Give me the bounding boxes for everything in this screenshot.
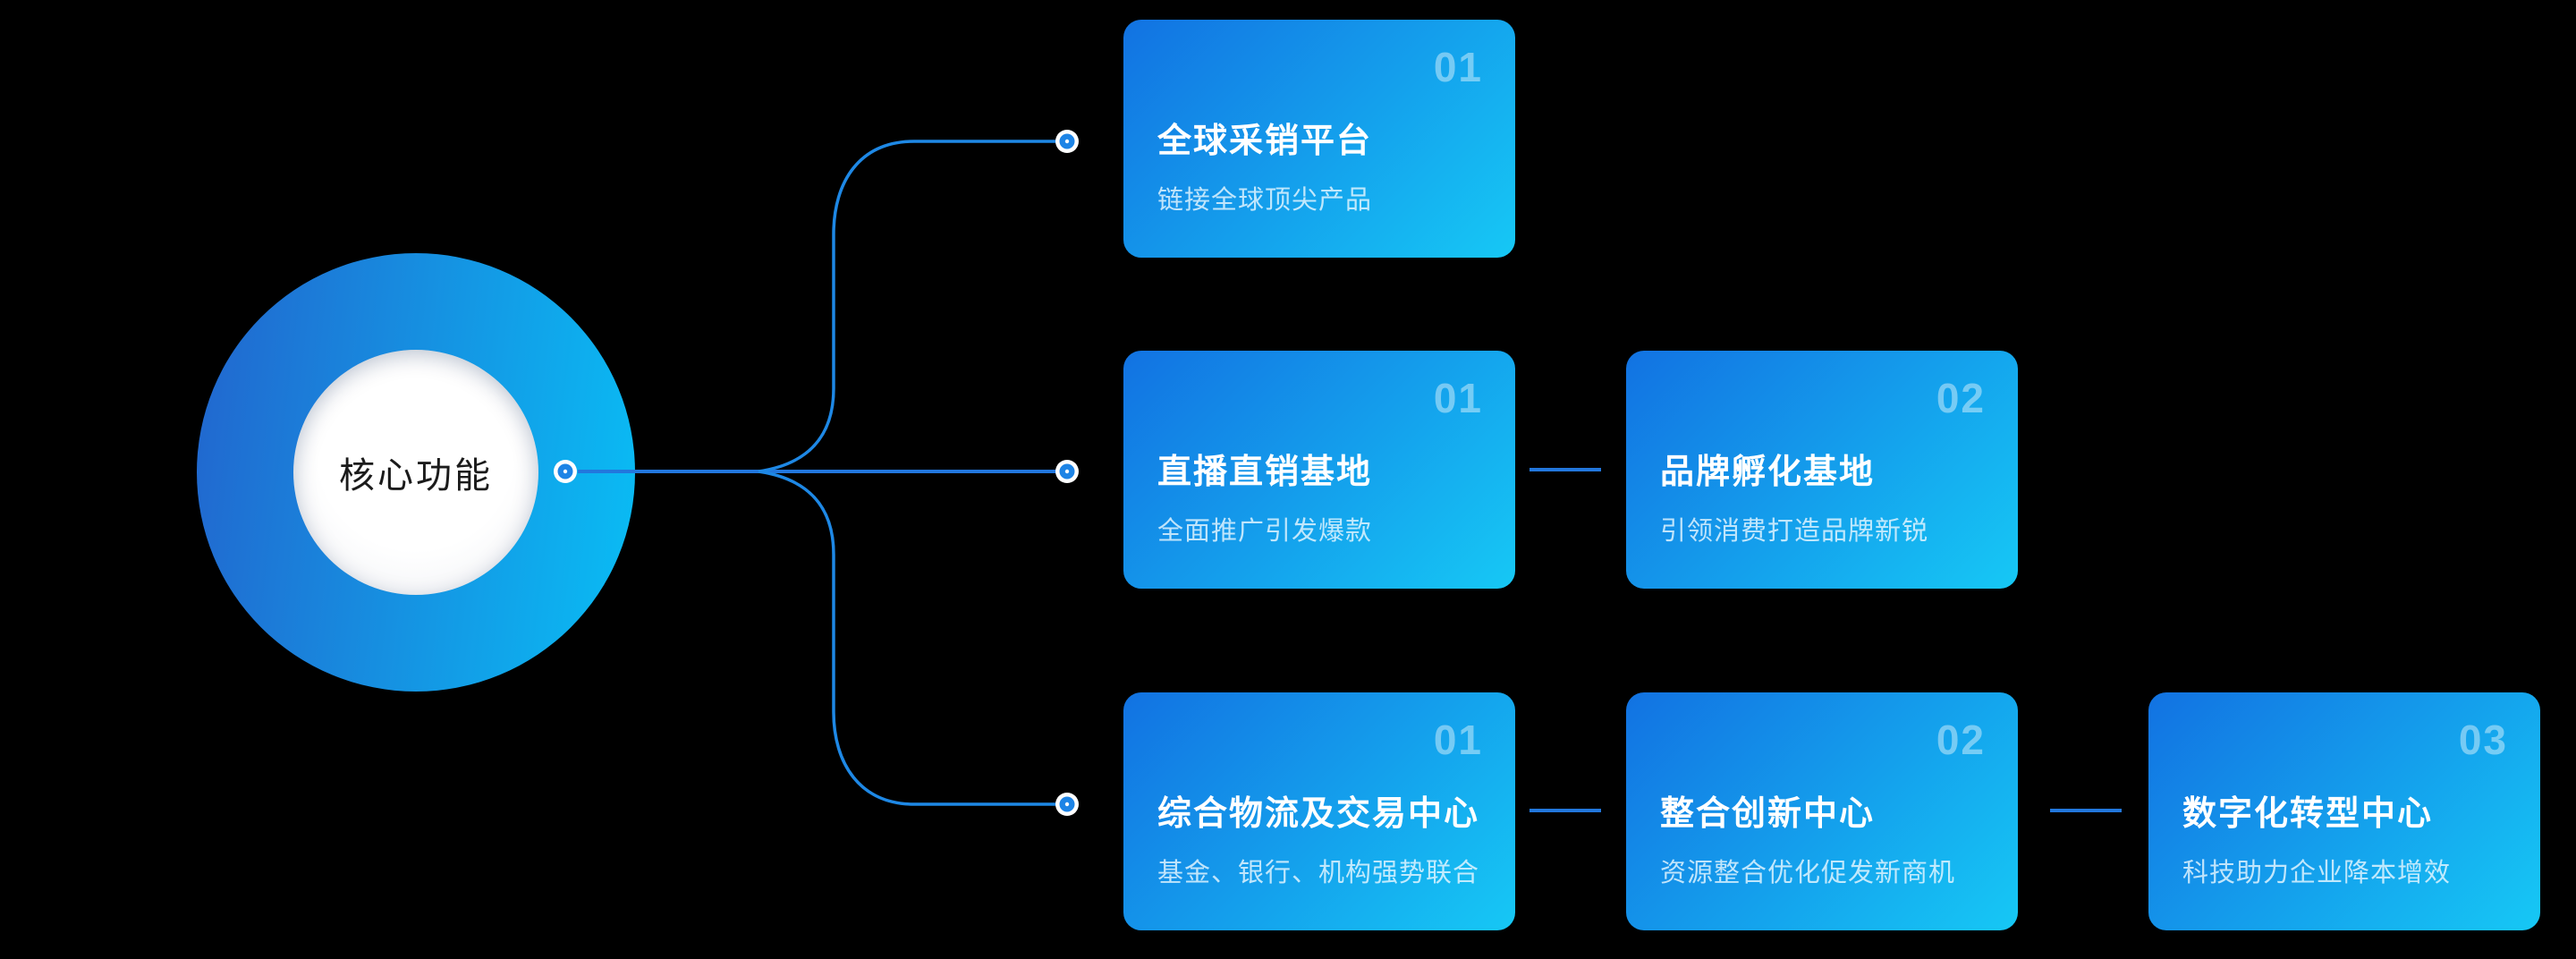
card-number: 01 (1433, 717, 1483, 763)
card-brand-incubation-base: 02 品牌孵化基地 引领消费打造品牌新锐 (1626, 351, 2018, 589)
card-subtitle: 链接全球顶尖产品 (1157, 186, 1373, 215)
card-logistics-trade-center: 01 综合物流及交易中心 基金、银行、机构强势联合 (1123, 692, 1515, 930)
hub-inner-circle: 核心功能 (293, 350, 538, 595)
connector-upper-branch (758, 140, 1057, 473)
card-title: 全球采销平台 (1157, 123, 1373, 160)
card-number: 01 (1433, 44, 1483, 90)
connector-dot-row2 (1055, 460, 1079, 483)
card-title: 整合创新中心 (1660, 795, 1876, 833)
card-number: 02 (1936, 375, 1986, 421)
card-title: 直播直销基地 (1157, 454, 1373, 491)
card-title: 品牌孵化基地 (1660, 454, 1876, 491)
card-number: 01 (1433, 375, 1483, 421)
hub-label: 核心功能 (339, 456, 493, 496)
card-global-procurement: 01 全球采销平台 链接全球顶尖产品 (1123, 20, 1515, 258)
card-subtitle: 科技助力企业降本增效 (2182, 859, 2452, 887)
card-live-streaming-base: 01 直播直销基地 全面推广引发爆款 (1123, 351, 1515, 589)
card-subtitle: 全面推广引发爆款 (1157, 517, 1373, 546)
connector-dot-row3 (1055, 793, 1079, 816)
card-title: 数字化转型中心 (2182, 795, 2434, 833)
card-number: 03 (2458, 717, 2508, 763)
card-subtitle: 基金、银行、机构强势联合 (1157, 859, 1480, 887)
connector-lower-branch (758, 470, 1057, 806)
connector-dot-row1 (1055, 130, 1079, 153)
card-title: 综合物流及交易中心 (1157, 795, 1480, 833)
card-innovation-center: 02 整合创新中心 资源整合优化促发新商机 (1626, 692, 2018, 930)
card-digital-transformation-center: 03 数字化转型中心 科技助力企业降本增效 (2148, 692, 2540, 930)
card-subtitle: 引领消费打造品牌新锐 (1660, 517, 1929, 546)
card-number: 02 (1936, 717, 1986, 763)
card-subtitle: 资源整合优化促发新商机 (1660, 859, 1956, 887)
